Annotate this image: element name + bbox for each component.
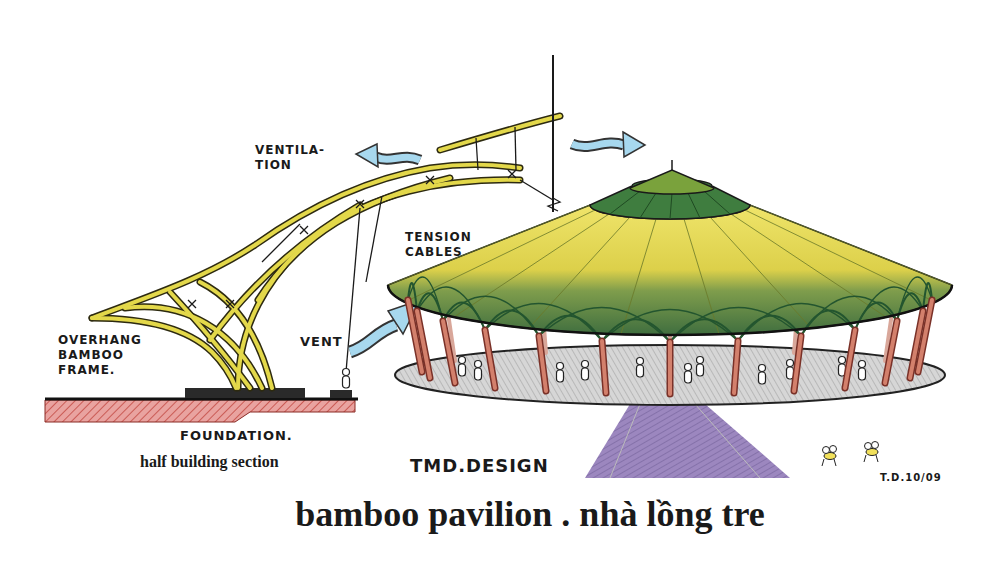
clerestory-roof (630, 170, 714, 194)
ventilation-arrow (572, 143, 624, 147)
tension-cables (548, 198, 560, 211)
ventilation-arrow (572, 143, 624, 147)
tension-cables (508, 170, 516, 178)
main-roof (454, 214, 609, 317)
people (475, 361, 482, 381)
eave-edge (388, 285, 952, 335)
ventilation-arrow (356, 144, 378, 167)
main-roof (388, 205, 952, 335)
signature-date: T.D.10/09 (880, 472, 942, 485)
front-columns (408, 300, 932, 394)
clerestory-roof (704, 191, 730, 214)
vault-arches (443, 296, 539, 336)
walkway (585, 404, 790, 478)
tension-cables (515, 127, 516, 170)
vault-arches (602, 310, 738, 342)
main-roof (750, 205, 952, 285)
designer-mark: TMD.DESIGN (410, 455, 549, 478)
tension-cables (226, 300, 234, 308)
bee-doodle (834, 459, 836, 466)
clerestory-roof (671, 160, 673, 170)
tension-cables (262, 224, 300, 262)
people (459, 357, 866, 385)
tension-cables (476, 138, 478, 170)
clerestory-roof (670, 193, 672, 219)
ventilation-label: VENTILA- TION (255, 143, 325, 173)
bee-doodle (823, 447, 830, 454)
foundation (330, 390, 352, 398)
clerestory-roof (688, 193, 700, 218)
tension-cables (188, 300, 196, 308)
people (557, 363, 564, 383)
tension-cables (366, 196, 382, 282)
people (459, 357, 466, 377)
clerestory-roof (590, 160, 750, 219)
ventilation-arrow (376, 157, 420, 160)
foundation (45, 388, 358, 422)
main-roof (388, 205, 952, 335)
people (582, 361, 589, 381)
vault-arches (539, 307, 670, 342)
bee-doodle (865, 443, 872, 450)
main-roof (388, 205, 952, 334)
bee-doodle (864, 455, 866, 462)
foundation-label: FOUNDATION. (180, 428, 293, 444)
person-figure (343, 369, 350, 389)
people (697, 357, 704, 377)
ventilation-arrow (376, 157, 420, 160)
tension-cables (426, 176, 434, 184)
bee-doodle (872, 442, 879, 449)
vault-arches (801, 296, 897, 336)
vault-arches (485, 304, 602, 341)
people (859, 361, 866, 381)
people (759, 365, 766, 385)
tension-cables (300, 226, 308, 234)
vault-arches (670, 319, 738, 342)
vent-arrow (350, 325, 396, 352)
vault-arches (417, 287, 485, 330)
person-figure (343, 369, 350, 389)
bee-doodle (876, 455, 878, 462)
main-roof (388, 205, 590, 285)
section-caption: half building section (140, 452, 279, 472)
foundation (45, 400, 355, 422)
walkway (585, 404, 790, 478)
vault-arches (855, 287, 923, 330)
bee-doodle (830, 446, 837, 453)
walkway (610, 404, 640, 478)
foundation (185, 388, 305, 398)
bee-doodle (822, 459, 824, 466)
walkway (695, 404, 760, 478)
people (637, 358, 644, 378)
clerestory-roof (610, 191, 640, 214)
people (685, 364, 692, 384)
eave-edge (388, 285, 952, 335)
bee-doodle (822, 442, 879, 467)
clerestory-roof (640, 193, 656, 218)
ventilation-arrow (356, 132, 645, 167)
vault-arches (602, 319, 670, 342)
vent-arrow (350, 325, 396, 352)
ventilation-arrow (623, 132, 645, 157)
frame-label: OVERHANG BAMBOO FRAME. (58, 333, 142, 378)
front-columns (408, 300, 932, 394)
vent-label: VENT (300, 334, 343, 350)
front-columns (408, 300, 932, 394)
clerestory-roof (610, 191, 730, 219)
tension-cables (520, 180, 553, 200)
tension-cables (356, 200, 364, 208)
cable-label: TENSION CABLES (405, 230, 472, 260)
tension-cables (552, 55, 554, 212)
diagram-title: bamboo pavilion . nhà lồng tre (295, 492, 764, 537)
